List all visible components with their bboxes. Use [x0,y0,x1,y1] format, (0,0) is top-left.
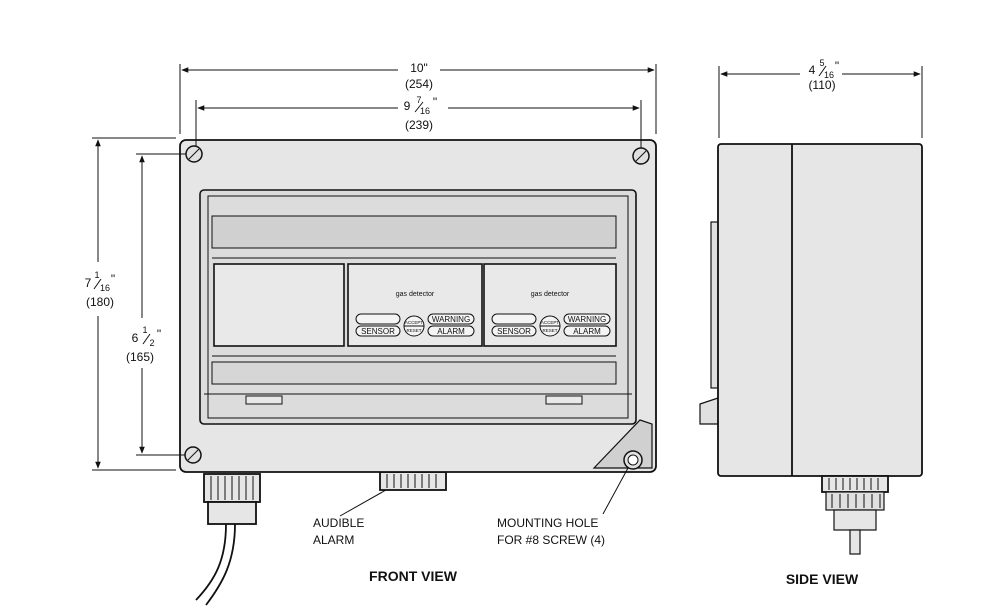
height-mounting-metric: (165) [126,350,154,364]
cable-gland [195,473,261,606]
audible-alarm-callout: AUDIBLE ALARM [313,489,387,547]
audible-alarm-horn [379,471,447,491]
height-mounting-whole: 6 [132,331,139,345]
side-cable-gland [821,475,889,555]
depth-whole: 4 [809,63,816,77]
height-overall-num: 1 [94,270,99,280]
mounting-hole-callout: MOUNTING HOLE FOR #8 SCREW (4) [497,467,629,547]
module-2-reset-label: RESET [542,328,557,333]
side-body [717,143,923,477]
side-view: 4 5 16 " (110) SIDE VIEW [699,58,923,587]
module-2-sensor-label: SENSOR [497,327,531,336]
dimension-width-overall: 10" (254) [179,61,657,134]
width-mounting-den: 16 [420,106,430,116]
mounting-hole-label-line-2: FOR #8 SCREW (4) [497,533,605,547]
module-1-alarm-label: ALARM [437,327,465,336]
screw-icon [623,450,643,470]
dimension-width-mounting: 9 7 16 " (239) [195,95,642,148]
width-mounting-whole: 9 [404,99,411,113]
module-1-warning-label: WARNING [432,315,470,324]
module-2-accept-label: ACCEPT [541,320,560,325]
side-bracket-upper [710,221,719,389]
height-overall-den: 16 [100,283,110,293]
audible-alarm-label-line-2: ALARM [313,533,354,547]
gas-detector-module-2: gas detector SENSOR ACCEPT RESET WARNING… [483,263,617,347]
dimension-height-mounting: 6 1 2 " (165) [126,153,186,456]
height-overall-metric: (180) [86,295,114,309]
hinge-tab-left [245,395,283,405]
mounting-hole-label-line-1: MOUNTING HOLE [497,516,598,530]
front-view-caption: FRONT VIEW [369,568,458,584]
blank-module [213,263,345,347]
hinge-tab-right [545,395,583,405]
audible-alarm-label-line-1: AUDIBLE [313,516,364,530]
screw-icon [184,446,202,464]
height-overall-inch: " [111,272,115,286]
height-overall-whole: 7 [85,276,92,290]
height-mounting-num: 1 [142,325,147,335]
depth-inch: " [835,59,839,73]
width-overall-metric: (254) [405,77,433,91]
gas-detector-module-1: gas detector SENSOR ACCEPT RESET WARNING… [347,263,483,347]
side-view-caption: SIDE VIEW [786,571,859,587]
module-1-accept-label: ACCEPT [405,320,424,325]
depth-num: 5 [819,58,824,68]
width-mounting-metric: (239) [405,118,433,132]
depth-den: 16 [824,70,834,80]
screw-icon [632,147,650,165]
height-mounting-den: 2 [149,338,154,348]
height-mounting-inch: " [157,327,161,341]
module-1-title: gas detector [396,291,435,298]
module-2-warning-label: WARNING [568,315,606,324]
dimension-depth: 4 5 16 " (110) [718,58,923,138]
screw-icon [185,145,203,163]
depth-metric: (110) [808,78,835,92]
width-mounting-inch: " [433,95,437,109]
width-mounting-num: 7 [416,95,421,105]
module-1-reset-label: RESET [406,328,421,333]
module-2-title: gas detector [531,291,570,298]
width-overall-imperial: 10" [410,61,428,75]
front-view: gas detector SENSOR ACCEPT RESET WARNING… [85,61,657,606]
module-1-sensor-label: SENSOR [361,327,395,336]
dimension-height-overall: 7 1 16 " (180) [85,137,176,471]
module-2-alarm-label: ALARM [573,327,601,336]
